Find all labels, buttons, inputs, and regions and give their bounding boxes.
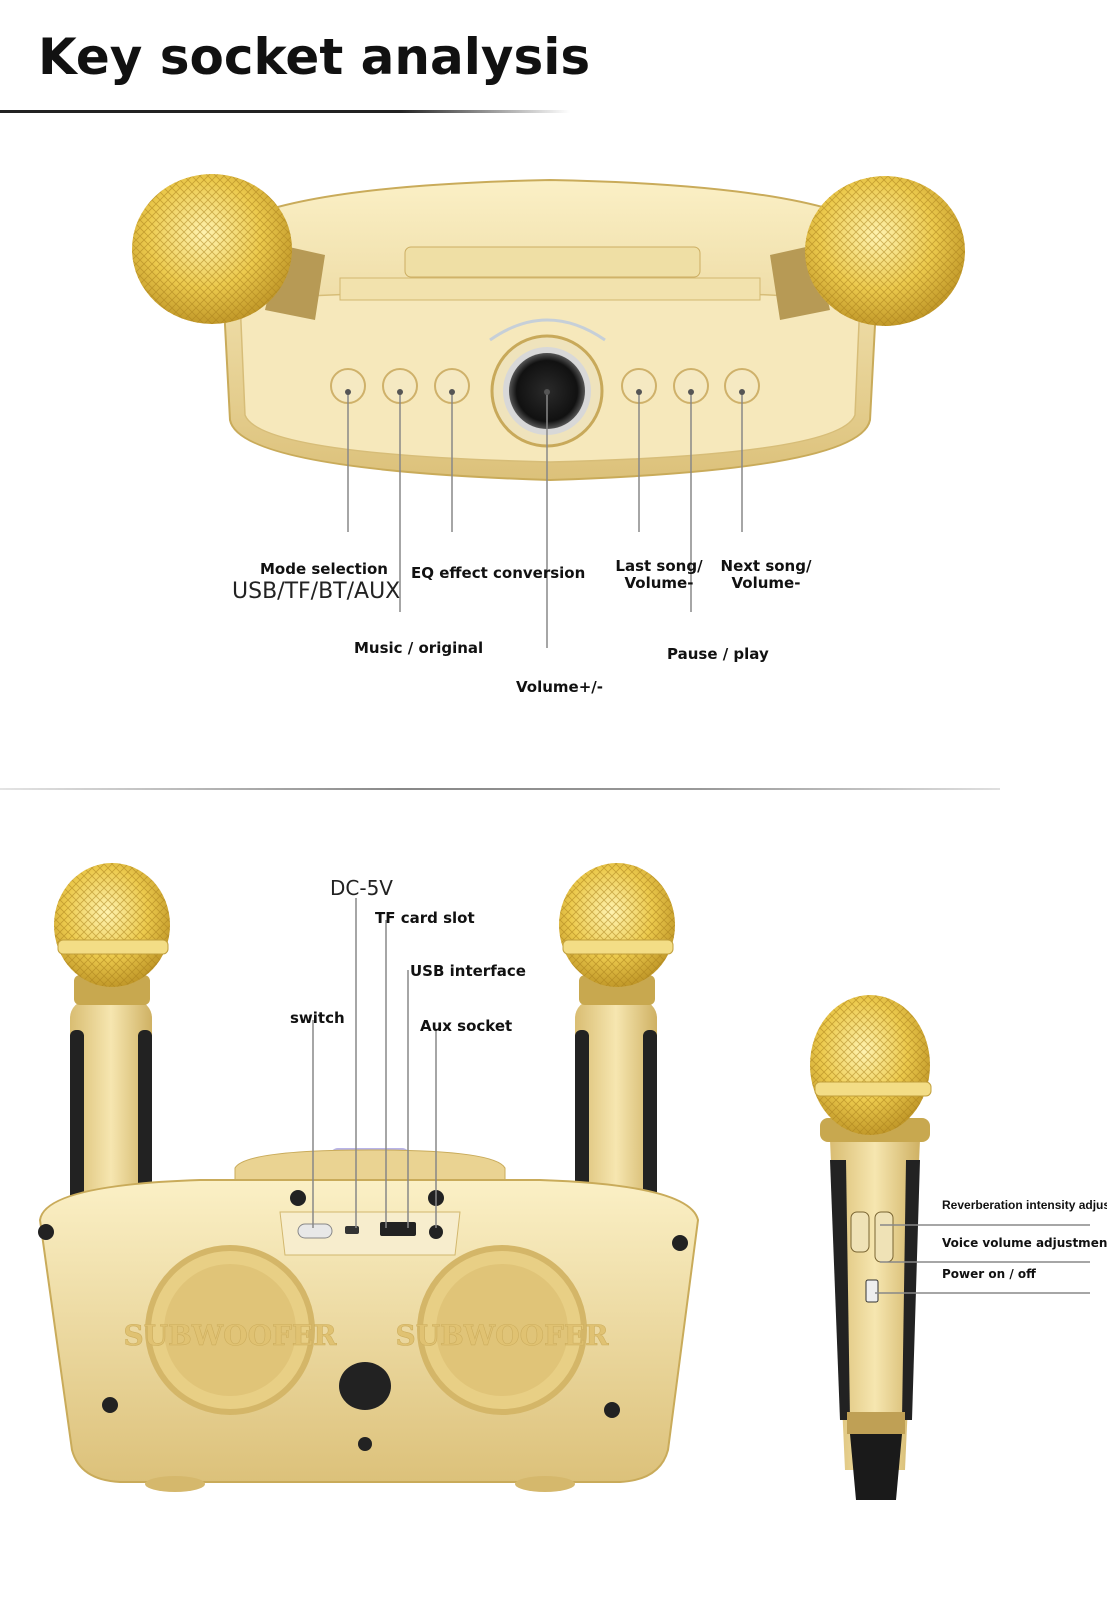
label-next-song-line1: Next song/ <box>720 557 812 575</box>
label-tf-card-slot: TF card slot <box>375 909 475 927</box>
page-title: Key socket analysis <box>38 28 591 86</box>
label-mode-selection: Mode selection <box>260 560 388 578</box>
microphone-top-left <box>132 174 325 324</box>
label-music-original: Music / original <box>354 639 484 657</box>
mic-callout-lines <box>875 1224 1090 1294</box>
label-usb-interface: USB interface <box>410 962 526 980</box>
microphone-top-right <box>770 176 965 326</box>
label-next-song: Next song/ Volume- <box>718 558 814 592</box>
speaker-rear-view <box>38 1148 700 1492</box>
speaker-top-view <box>218 178 882 482</box>
subwoofer-print-left: SUBWOOFER <box>123 1319 337 1352</box>
rear-callout-lines <box>312 898 437 1228</box>
label-last-song-line1: Last song/ <box>615 557 703 575</box>
label-next-song-line2: Volume- <box>731 574 801 592</box>
top-callout-dots <box>345 389 745 395</box>
microphone-rear-left <box>54 863 170 1230</box>
label-reverb: Reverberation intensity adjustment <box>942 1198 1107 1212</box>
label-pause-play: Pause / play <box>667 645 769 663</box>
label-aux-socket: Aux socket <box>420 1017 513 1035</box>
top-callout-lines <box>347 392 743 648</box>
title-underline <box>0 110 570 113</box>
label-last-song-line2: Volume- <box>624 574 694 592</box>
label-voice-volume: Voice volume adjustment <box>942 1236 1107 1250</box>
section-divider <box>0 788 1000 790</box>
label-volume: Volume+/- <box>516 678 603 696</box>
microphone-handheld <box>810 995 932 1500</box>
label-last-song: Last song/ Volume- <box>614 558 704 592</box>
label-mode-options: USB/TF/BT/AUX <box>232 579 401 604</box>
subwoofer-print-right: SUBWOOFER <box>395 1319 609 1352</box>
label-eq-effect: EQ effect conversion <box>411 564 586 582</box>
microphone-rear-right <box>559 863 675 1230</box>
label-switch: switch <box>290 1009 345 1027</box>
label-power: Power on / off <box>942 1267 1036 1281</box>
label-dc-5v: DC-5V <box>330 876 393 900</box>
